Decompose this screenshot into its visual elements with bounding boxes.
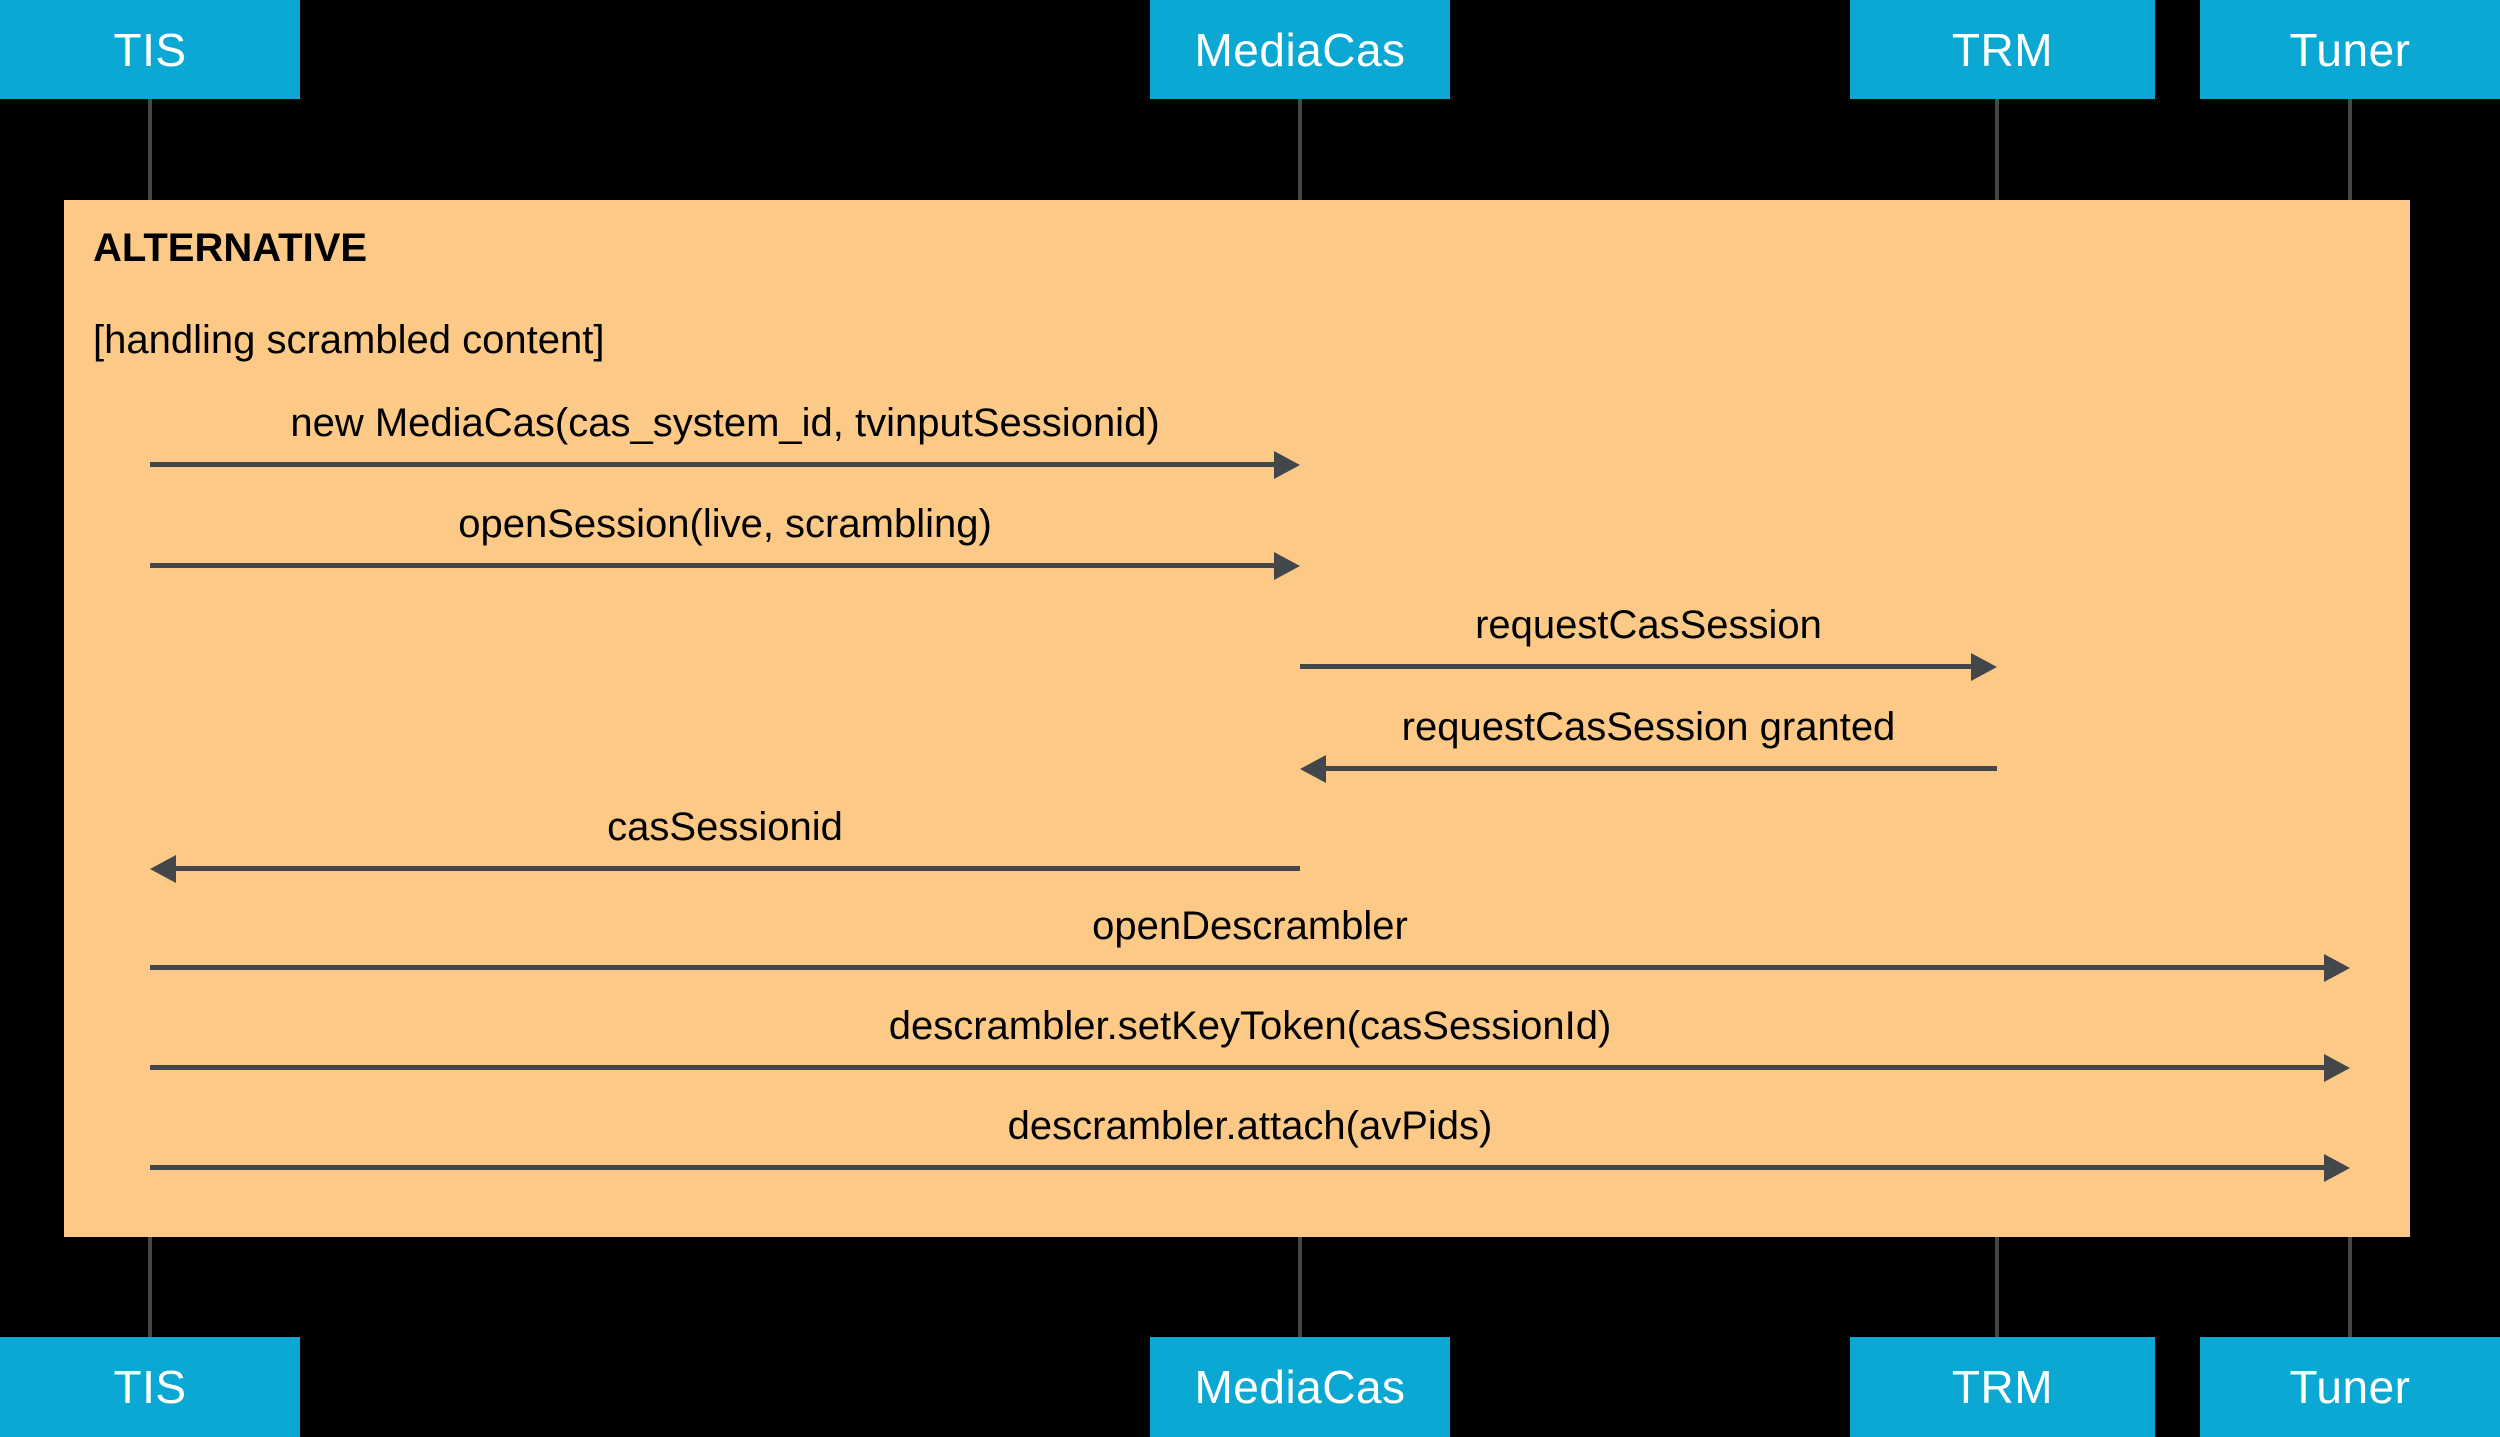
message-line-2 <box>1300 664 1971 669</box>
message-label-0: new MediaCas(cas_system_id, tvinputSessi… <box>290 401 1160 445</box>
participant-header-tuner[interactable]: Tuner <box>2200 0 2500 99</box>
alt-fragment-operator: ALTERNATIVE <box>93 226 368 270</box>
message-arrowhead-1 <box>1274 551 1300 580</box>
participant-footer-tuner-label: Tuner <box>2289 1361 2411 1413</box>
message-arrowhead-2 <box>1971 652 1997 681</box>
message-line-4 <box>176 866 1300 871</box>
message-arrowhead-5 <box>2324 953 2350 982</box>
message-line-5 <box>150 965 2324 970</box>
participant-header-tis-label: TIS <box>113 23 187 76</box>
participant-header-trm-label: TRM <box>1951 23 2054 76</box>
message-arrowhead-0 <box>1274 450 1300 479</box>
message-arrowhead-3 <box>1300 754 1326 783</box>
participant-header-tuner-label: Tuner <box>2289 23 2411 76</box>
participant-footer-trm-label: TRM <box>1951 1361 2054 1413</box>
participant-footer-mediacas[interactable]: MediaCas <box>1150 1337 1450 1437</box>
message-line-1 <box>150 563 1274 568</box>
message-line-3 <box>1326 766 1997 771</box>
participant-header-trm[interactable]: TRM <box>1850 0 2155 99</box>
participant-header-tis[interactable]: TIS <box>0 0 300 99</box>
participant-footer-tis-label: TIS <box>113 1361 187 1413</box>
participant-header-mediacas[interactable]: MediaCas <box>1150 0 1450 99</box>
message-label-4: casSessionid <box>607 805 843 849</box>
participant-footer-mediacas-label: MediaCas <box>1194 1361 1406 1413</box>
participant-footer-trm[interactable]: TRM <box>1850 1337 2155 1437</box>
message-line-0 <box>150 462 1274 467</box>
message-arrowhead-7 <box>2324 1153 2350 1182</box>
message-label-3: requestCasSession granted <box>1401 705 1896 749</box>
alt-fragment-frame <box>64 200 2410 1237</box>
participant-footer-tuner[interactable]: Tuner <box>2200 1337 2500 1437</box>
message-label-1: openSession(live, scrambling) <box>458 502 992 546</box>
message-label-2: requestCasSession <box>1475 603 1822 647</box>
message-arrowhead-4 <box>150 854 176 883</box>
participant-header-mediacas-label: MediaCas <box>1194 23 1406 76</box>
alt-fragment-condition: [handling scrambled content] <box>93 318 605 362</box>
message-arrowhead-6 <box>2324 1053 2350 1082</box>
message-label-7: descrambler.attach(avPids) <box>1007 1104 1493 1148</box>
message-label-6: descrambler.setKeyToken(casSessionId) <box>888 1004 1612 1048</box>
message-line-6 <box>150 1065 2324 1070</box>
message-line-7 <box>150 1165 2324 1170</box>
message-label-5: openDescrambler <box>1092 904 1408 948</box>
participant-footer-tis[interactable]: TIS <box>0 1337 300 1437</box>
